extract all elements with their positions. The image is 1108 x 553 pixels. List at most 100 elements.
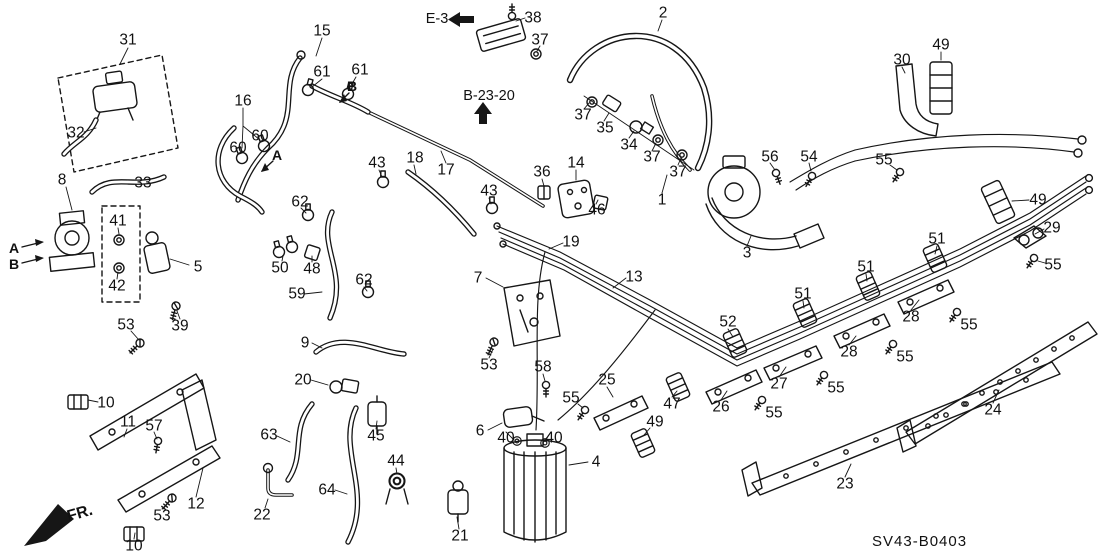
pipe-letter-A: A: [8, 240, 20, 256]
callout-9: 9: [300, 334, 310, 352]
callout-18: 18: [406, 149, 424, 167]
right-parts: [574, 61, 1098, 497]
callout-62: 62: [291, 193, 309, 211]
callout-29: 29: [1043, 219, 1061, 237]
callout-60: 60: [229, 139, 247, 157]
callout-13: 13: [625, 268, 643, 286]
callout-53: 53: [117, 316, 135, 334]
callout-11: 11: [119, 413, 137, 431]
callout-19: 19: [562, 233, 580, 251]
callout-49: 49: [932, 36, 950, 54]
fuel-pipe-bundle: [366, 94, 1094, 431]
callout-49: 49: [1029, 191, 1047, 209]
bracket-straps: [24, 373, 221, 546]
callout-41: 41: [109, 212, 127, 230]
callout-8: 8: [57, 171, 67, 189]
callout-49: 49: [646, 413, 664, 431]
callout-28: 28: [840, 343, 858, 361]
callout-45: 45: [367, 427, 385, 445]
callout-51: 51: [928, 230, 946, 248]
callout-36: 36: [533, 163, 551, 181]
callout-57: 57: [145, 417, 163, 435]
callout-20: 20: [294, 371, 312, 389]
hose-group: [215, 50, 469, 545]
fr-direction-arrow: [24, 504, 74, 546]
callout-14: 14: [567, 154, 585, 172]
callout-55: 55: [562, 389, 580, 407]
leader-lines: [65, 17, 1046, 540]
callout-55: 55: [896, 348, 914, 366]
callout-10: 10: [97, 394, 115, 412]
callout-38: 38: [524, 9, 542, 27]
pipe-letter-B: B: [346, 78, 358, 94]
callout-37: 37: [643, 148, 661, 166]
callout-50: 50: [271, 259, 289, 277]
callout-53: 53: [480, 356, 498, 374]
callout-17: 17: [437, 161, 455, 179]
callout-37: 37: [574, 106, 592, 124]
callout-1: 1: [657, 191, 667, 209]
callout-15: 15: [313, 22, 331, 40]
callout-51: 51: [857, 258, 875, 276]
callout-55: 55: [765, 404, 783, 422]
callout-62: 62: [355, 271, 373, 289]
callout-30: 30: [893, 51, 911, 69]
callout-43: 43: [480, 182, 498, 200]
pipe-letter-A: A: [271, 147, 283, 163]
ref-e3-label: E-3: [425, 11, 449, 27]
callout-55: 55: [827, 379, 845, 397]
center-parts: [376, 169, 609, 543]
callout-22: 22: [253, 506, 271, 524]
pipe-letter-B: B: [8, 256, 20, 272]
callout-40: 40: [497, 429, 515, 447]
callout-58: 58: [534, 358, 552, 376]
top-fittings: [448, 3, 713, 172]
callout-51: 51: [794, 285, 812, 303]
callout-26: 26: [712, 398, 730, 416]
callout-53: 53: [153, 507, 171, 525]
callout-61: 61: [351, 61, 369, 79]
callout-31: 31: [119, 31, 137, 49]
ref-b2320-label: B-23-20: [463, 88, 515, 104]
callout-4: 4: [591, 453, 601, 471]
callout-25: 25: [598, 371, 616, 389]
callout-35: 35: [596, 119, 614, 137]
callout-5: 5: [193, 258, 203, 276]
callout-55: 55: [875, 151, 893, 169]
callout-6: 6: [475, 422, 485, 440]
callout-23: 23: [836, 475, 854, 493]
callout-55: 55: [960, 316, 978, 334]
b2320-arrow: [474, 102, 492, 114]
callout-24: 24: [984, 401, 1002, 419]
callout-40: 40: [545, 429, 563, 447]
callout-39: 39: [171, 317, 189, 335]
drawing-number: SV43-B0403: [872, 533, 968, 550]
callout-46: 46: [588, 201, 606, 219]
callout-37: 37: [669, 163, 687, 181]
callout-28: 28: [902, 308, 920, 326]
valve-assembly: [21, 205, 182, 357]
callout-42: 42: [108, 277, 126, 295]
callout-37: 37: [531, 31, 549, 49]
callout-34: 34: [620, 136, 638, 154]
callout-2: 2: [658, 4, 668, 22]
callout-61: 61: [313, 63, 331, 81]
callout-10: 10: [125, 537, 143, 553]
callout-3: 3: [742, 244, 752, 262]
callout-16: 16: [234, 92, 252, 110]
e3-arrow: [460, 16, 474, 23]
sensor-assembly: [57, 54, 179, 195]
callout-48: 48: [303, 260, 321, 278]
callout-60: 60: [251, 127, 269, 145]
callout-59: 59: [288, 285, 306, 303]
callout-64: 64: [318, 481, 336, 499]
callout-43: 43: [368, 154, 386, 172]
callout-27: 27: [770, 375, 788, 393]
callout-21: 21: [451, 527, 469, 545]
callout-55: 55: [1044, 256, 1062, 274]
callout-7: 7: [473, 269, 483, 287]
pump-assembly: [705, 155, 825, 251]
callout-63: 63: [260, 426, 278, 444]
